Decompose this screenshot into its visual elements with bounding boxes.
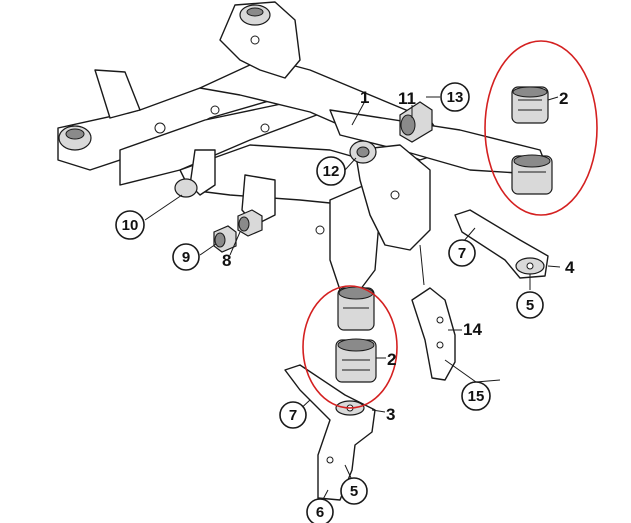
- svg-text:13: 13: [447, 89, 464, 106]
- callout-7-upper: 7: [448, 239, 476, 267]
- svg-text:11: 11: [398, 89, 416, 108]
- bracket-14: [411, 287, 456, 381]
- svg-text:6: 6: [316, 504, 324, 521]
- svg-text:8: 8: [222, 251, 231, 270]
- callout-7-lower: 7: [279, 401, 307, 429]
- svg-text:5: 5: [526, 297, 534, 314]
- bushing-11: [399, 101, 433, 143]
- highlight-ellipse-lower: [302, 285, 398, 409]
- svg-text:12: 12: [323, 163, 340, 180]
- bracket-7-upper: [454, 209, 549, 279]
- bushing-9: [213, 225, 237, 253]
- callout-9: 9: [172, 243, 200, 271]
- callout-3: 3: [386, 405, 395, 424]
- callout-8: 8: [222, 251, 231, 270]
- callout-2-lower: 2: [387, 350, 396, 369]
- callout-2-upper: 2: [559, 89, 568, 108]
- rubber-mount-2-lower-a: [337, 286, 375, 331]
- callout-5-lower: 5: [340, 477, 368, 505]
- rear-subframe: [57, 1, 551, 291]
- svg-text:4: 4: [565, 258, 575, 277]
- callout-10: 10: [115, 210, 145, 240]
- callout-14: 14: [463, 320, 482, 339]
- callout-13: 13: [440, 82, 470, 112]
- callout-6: 6: [306, 498, 334, 523]
- svg-text:14: 14: [463, 320, 482, 339]
- svg-text:7: 7: [289, 407, 297, 424]
- callout-11: 11: [398, 89, 416, 108]
- svg-text:10: 10: [122, 217, 139, 234]
- leader-lines: [144, 96, 561, 506]
- callout-4: 4: [565, 258, 575, 277]
- highlight-ellipse-upper: [484, 40, 598, 216]
- bushing-8: [237, 209, 263, 237]
- svg-text:5: 5: [350, 483, 358, 500]
- callout-15: 15: [461, 381, 491, 411]
- rubber-mount-2-right: [511, 154, 553, 195]
- callout-1: 1: [360, 88, 369, 107]
- rubber-mount-2-lower-b: [335, 338, 377, 383]
- svg-text:15: 15: [468, 388, 485, 405]
- callout-5-upper: 5: [516, 291, 544, 319]
- svg-text:2: 2: [387, 350, 396, 369]
- svg-text:9: 9: [182, 249, 190, 266]
- svg-text:2: 2: [559, 89, 568, 108]
- svg-text:1: 1: [360, 88, 369, 107]
- svg-text:7: 7: [458, 245, 466, 262]
- rubber-mount-2-top: [511, 86, 549, 124]
- svg-text:3: 3: [386, 405, 395, 424]
- callout-12: 12: [316, 156, 346, 186]
